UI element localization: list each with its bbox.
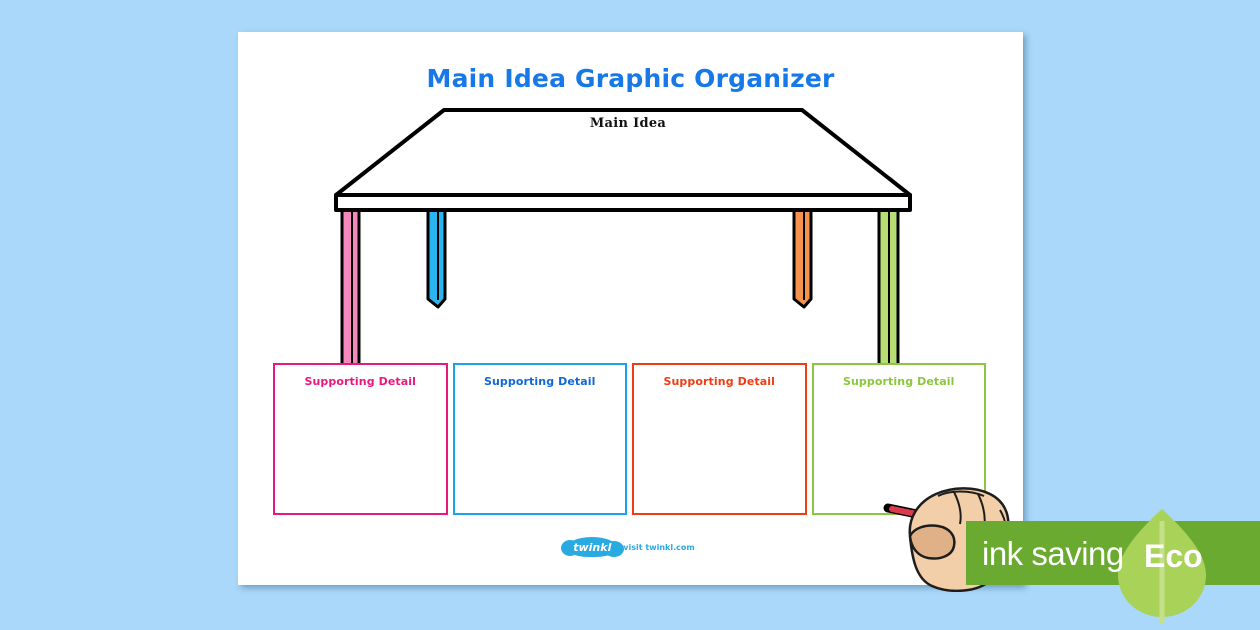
- supporting-detail-row: Supporting Detail Supporting Detail Supp…: [273, 363, 986, 515]
- main-idea-label: Main Idea: [589, 116, 667, 131]
- eco-text: Eco: [1144, 538, 1203, 574]
- table-top: [334, 108, 912, 212]
- leaf-icon: [1114, 507, 1210, 623]
- worksheet-page: Main Idea Graphic Organizer: [238, 32, 1023, 585]
- twinkl-wordmark: twinkl: [573, 540, 612, 554]
- supporting-detail-box-1[interactable]: Supporting Detail: [273, 363, 448, 515]
- supporting-detail-box-4[interactable]: Supporting Detail: [811, 363, 986, 515]
- page-title: Main Idea Graphic Organizer: [426, 64, 835, 93]
- front-left-leg: [340, 208, 361, 387]
- front-right-leg: [877, 208, 900, 387]
- ink-saving-text: ink saving: [982, 535, 1124, 572]
- main-idea-table-graphic: [328, 97, 928, 387]
- ink-saving-eco-badge: ink saving Eco: [966, 509, 1260, 623]
- twinkl-footer: twinkl visit twinkl.com: [238, 537, 1023, 557]
- supporting-detail-box-2[interactable]: Supporting Detail: [452, 363, 627, 515]
- supporting-detail-label: Supporting Detail: [663, 375, 776, 388]
- eco-banner: [966, 521, 1260, 585]
- twinkl-visit-text: visit twinkl.com: [623, 542, 695, 552]
- twinkl-logo-icon: twinkl: [561, 537, 625, 557]
- supporting-detail-label: Supporting Detail: [304, 375, 417, 388]
- back-left-leg: [426, 208, 447, 309]
- supporting-detail-label: Supporting Detail: [842, 375, 955, 388]
- back-right-leg: [792, 208, 813, 309]
- supporting-detail-box-3[interactable]: Supporting Detail: [632, 363, 807, 515]
- supporting-detail-label: Supporting Detail: [483, 375, 596, 388]
